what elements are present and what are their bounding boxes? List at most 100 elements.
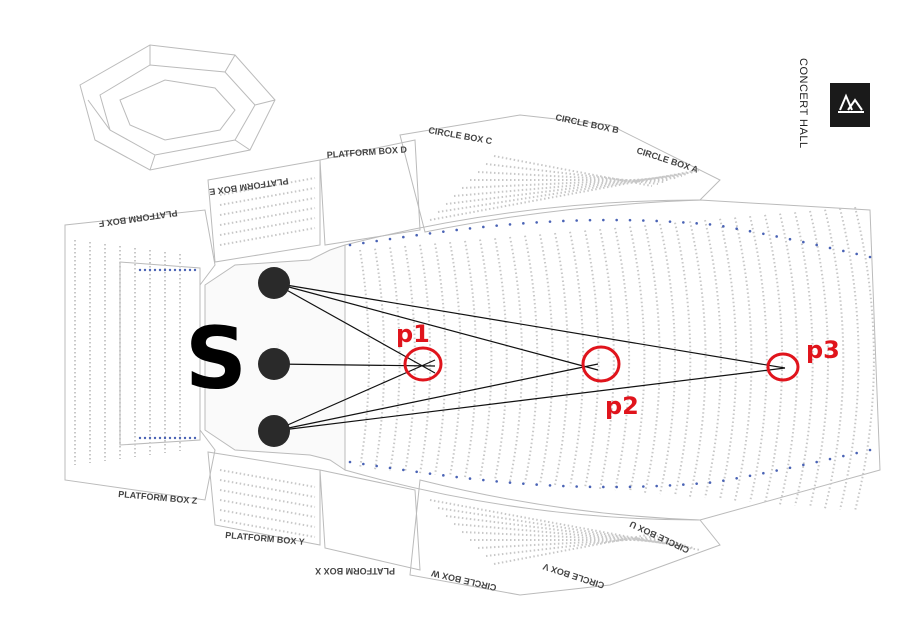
- aisle-dot: [842, 249, 845, 253]
- aisle-dot: [522, 482, 525, 485]
- seat-row: [569, 231, 585, 487]
- seat-row: [404, 245, 416, 473]
- seat-row: [359, 249, 370, 469]
- seat-row: [644, 225, 661, 493]
- aisle-dot: [682, 221, 685, 224]
- label-p3: p3: [806, 336, 840, 364]
- sight-lines: [273, 282, 786, 432]
- aisle-dot: [588, 485, 592, 489]
- aisle-dot: [655, 484, 658, 488]
- aisle-dot: [602, 218, 605, 222]
- aisle-dot: [158, 436, 162, 440]
- label-circle-box-c: CIRCLE BOX C: [428, 125, 494, 146]
- speaker-top: [258, 267, 290, 299]
- upper-box-sections: [207, 114, 721, 596]
- aisle-dot: [788, 237, 792, 241]
- aisle-dot: [855, 451, 858, 455]
- seat-row: [629, 226, 646, 492]
- seat-row: [419, 244, 432, 474]
- aisle-dot: [668, 220, 672, 223]
- aisle-dot: [655, 219, 658, 223]
- aisle-dot: [562, 219, 565, 223]
- aisle-dot: [815, 243, 818, 247]
- label-platform-box-z: PLATFORM BOX Z: [118, 489, 198, 506]
- aisle-dot: [362, 241, 365, 245]
- label-platform-box-f: PLATFORM BOX F: [98, 208, 178, 229]
- label-platform-box-e: PLATFORM BOX E: [209, 176, 289, 197]
- aisle-dot: [193, 268, 197, 272]
- seat-row: [614, 227, 631, 491]
- seat-row: [434, 243, 447, 475]
- seat-row: [719, 218, 738, 500]
- marker-p2: [581, 345, 621, 383]
- aisle-dot: [815, 460, 818, 464]
- label-circle-box-v: CIRCLE BOX V: [542, 561, 606, 590]
- aisle-dot: [788, 466, 792, 470]
- seat-row: [704, 219, 722, 499]
- seat-row: [479, 239, 493, 479]
- aisle-dot: [868, 448, 872, 452]
- seat-row: [437, 507, 695, 549]
- aisle-dot: [855, 252, 858, 256]
- label-platform-box-y: PLATFORM BOX Y: [225, 530, 305, 547]
- speaker-center-label: 3: [276, 344, 280, 350]
- seat-row: [674, 222, 692, 496]
- aisle-dot: [495, 480, 498, 483]
- mini-overview-map: [79, 44, 276, 171]
- aisle-dot: [508, 481, 512, 484]
- aisle-dot: [522, 222, 525, 225]
- seat-row: [219, 499, 316, 518]
- aisle-dot: [615, 218, 618, 222]
- seat-rows: [74, 155, 875, 565]
- label-circle-box-u: CIRCLE BOX U: [628, 519, 691, 555]
- aisle-dot: [495, 224, 498, 227]
- aisle-dot: [188, 436, 192, 440]
- seat-row: [219, 519, 316, 538]
- aisle-dot: [548, 484, 552, 487]
- line-top-p2: [273, 282, 599, 371]
- seat-row: [464, 240, 478, 478]
- aisle-dot: [828, 457, 832, 461]
- aisle-dot: [588, 218, 592, 222]
- aisle-dot: [138, 436, 142, 440]
- aisle-dot: [575, 485, 578, 488]
- aisle-dot: [402, 468, 405, 472]
- aisle-dot: [468, 477, 472, 480]
- aisle-dot: [482, 225, 485, 229]
- seat-row: [764, 214, 784, 504]
- aisle-dot: [388, 237, 392, 241]
- aisle-dot: [735, 227, 738, 231]
- aisle-dot: [415, 470, 418, 474]
- aisle-dot: [178, 436, 182, 440]
- aisle-dot: [548, 220, 552, 223]
- aisle-dot: [695, 482, 698, 485]
- seat-row: [493, 533, 653, 565]
- seat-row: [689, 221, 707, 497]
- aisle-dot: [668, 484, 672, 487]
- seat-row: [219, 207, 316, 226]
- aisle-dot: [168, 436, 172, 440]
- seat-row: [219, 509, 316, 528]
- seat-row: [219, 227, 316, 246]
- aisle-dot: [168, 268, 172, 272]
- seat-row: [219, 489, 316, 508]
- aisle-dot: [428, 232, 432, 235]
- aisle-dot: [615, 485, 618, 489]
- aisle-dot: [575, 219, 578, 222]
- seat-row: [794, 212, 814, 506]
- aisle-dot: [482, 478, 485, 482]
- aisle-dot: [178, 268, 182, 272]
- seat-row: [539, 234, 554, 484]
- aisle-dot: [428, 472, 432, 475]
- seat-row: [485, 535, 659, 557]
- label-circle-box-a: CIRCLE BOX A: [635, 145, 700, 174]
- aisle-dot: [173, 436, 177, 440]
- aisle-dot: [138, 268, 142, 272]
- aisle-dot: [143, 436, 147, 440]
- aisle-dot: [682, 483, 685, 486]
- logo-icon: [838, 93, 864, 113]
- aisle-dot: [375, 239, 378, 243]
- aisle-dot: [455, 228, 458, 232]
- seat-row: [219, 469, 316, 488]
